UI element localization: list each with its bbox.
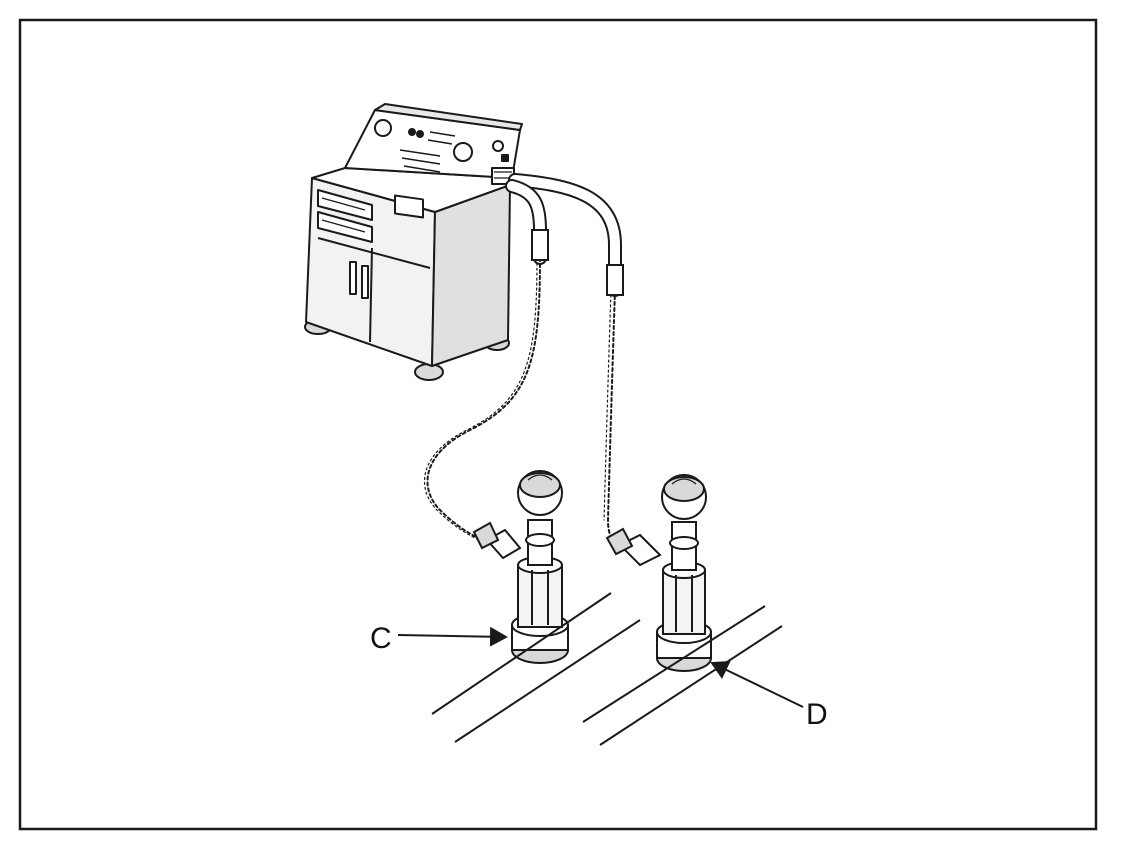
pressure-gauge-icon-c [472, 470, 569, 664]
callout-d: D [710, 660, 828, 731]
pressure-gauge-icon-d [605, 474, 712, 672]
tester-cabinet-icon [304, 103, 523, 381]
figure-border [18, 18, 1098, 831]
floor-rails [431, 592, 783, 746]
hose-icon [423, 173, 624, 546]
label-d: D [806, 698, 828, 731]
callout-c: C [370, 622, 508, 655]
label-c: C [370, 622, 392, 655]
